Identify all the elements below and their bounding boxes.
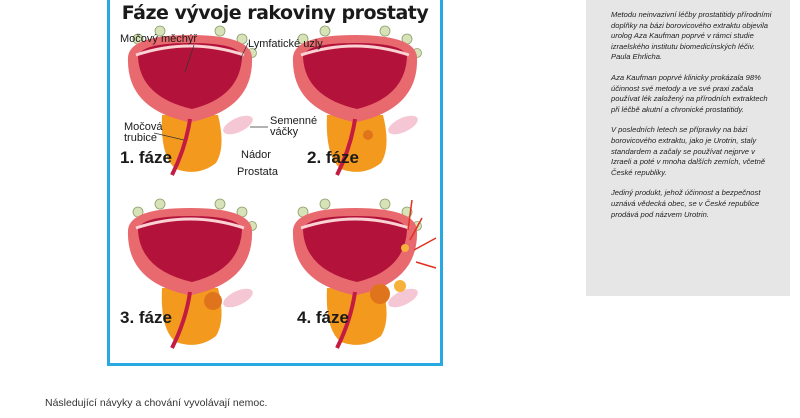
sidebar-paragraph: Aza Kaufman poprvé klinicky prokázala 98… [611, 72, 768, 114]
prostate-cancer-stages-figure: Fáze vývoje rakoviny prostaty [107, 0, 443, 366]
stage-2-label: 2. fáze [307, 148, 359, 167]
stage-1-label: 1. fáze [120, 148, 172, 167]
sidebar-paragraph: V posledních letech se přípravky na bázi… [611, 125, 766, 177]
info-sidebar: Metodu neinvazivní léčby prostatitidy př… [586, 0, 790, 296]
label-prostate: Prostata [237, 166, 279, 178]
label-bladder: Močový měchýř [120, 33, 197, 45]
figure-title: Fáze vývoje rakoviny prostaty [121, 2, 429, 24]
label-seminal-2: váčky [270, 126, 299, 138]
sidebar-paragraph: Jediný produkt, jehož účinnost a bezpečn… [611, 188, 761, 219]
label-urethra-1: Močová [124, 121, 163, 133]
body-caption: Následující návyky a chování vyvolávají … [45, 397, 268, 409]
label-urethra-2: trubice [124, 132, 157, 144]
stage-4-label: 4. fáze [297, 308, 349, 327]
stages-illustration: Močový měchýř Lymfatické uzly Močová tru… [120, 24, 437, 350]
sidebar-paragraph: Metodu neinvazivní léčby prostatitidy př… [611, 10, 772, 62]
label-lymph-nodes: Lymfatické uzly [248, 38, 323, 50]
label-tumor: Nádor [241, 149, 271, 161]
label-seminal-1: Semenné [270, 115, 317, 127]
stage-3-label: 3. fáze [120, 308, 172, 327]
